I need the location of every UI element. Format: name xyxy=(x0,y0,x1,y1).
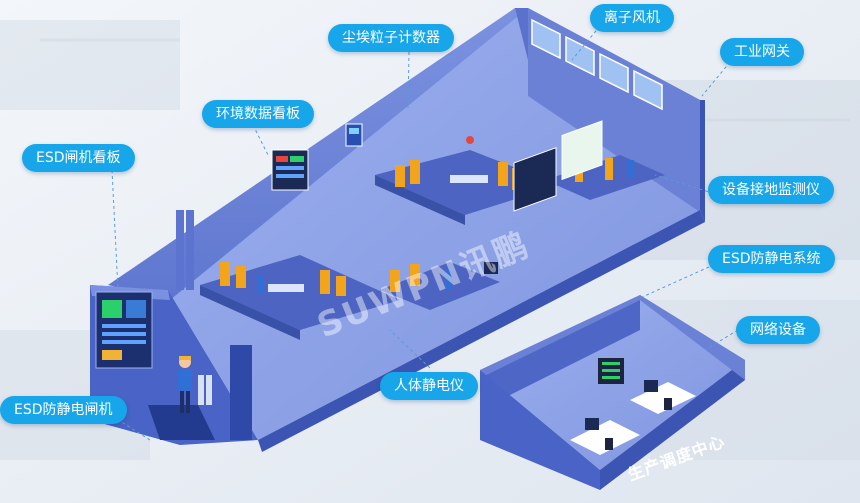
network-device-label[interactable]: 网络设备 xyxy=(736,316,820,344)
esd-gate-board-label[interactable]: ESD闸机看板 xyxy=(22,144,135,172)
grounding-monitor-label[interactable]: 设备接地监测仪 xyxy=(708,176,834,204)
ion-fan-label[interactable]: 离子风机 xyxy=(590,4,674,32)
dust-counter-label[interactable]: 尘埃粒子计数器 xyxy=(328,24,454,52)
esd-gate-label[interactable]: ESD防静电闸机 xyxy=(0,396,127,424)
body-static-label[interactable]: 人体静电仪 xyxy=(380,372,478,400)
env-board-label[interactable]: 环境数据看板 xyxy=(202,100,314,128)
industrial-gateway-label[interactable]: 工业网关 xyxy=(720,38,804,66)
entrance-door xyxy=(230,345,252,440)
dust-counter-device xyxy=(346,124,362,146)
esd-system-label[interactable]: ESD防静电系统 xyxy=(708,245,835,273)
